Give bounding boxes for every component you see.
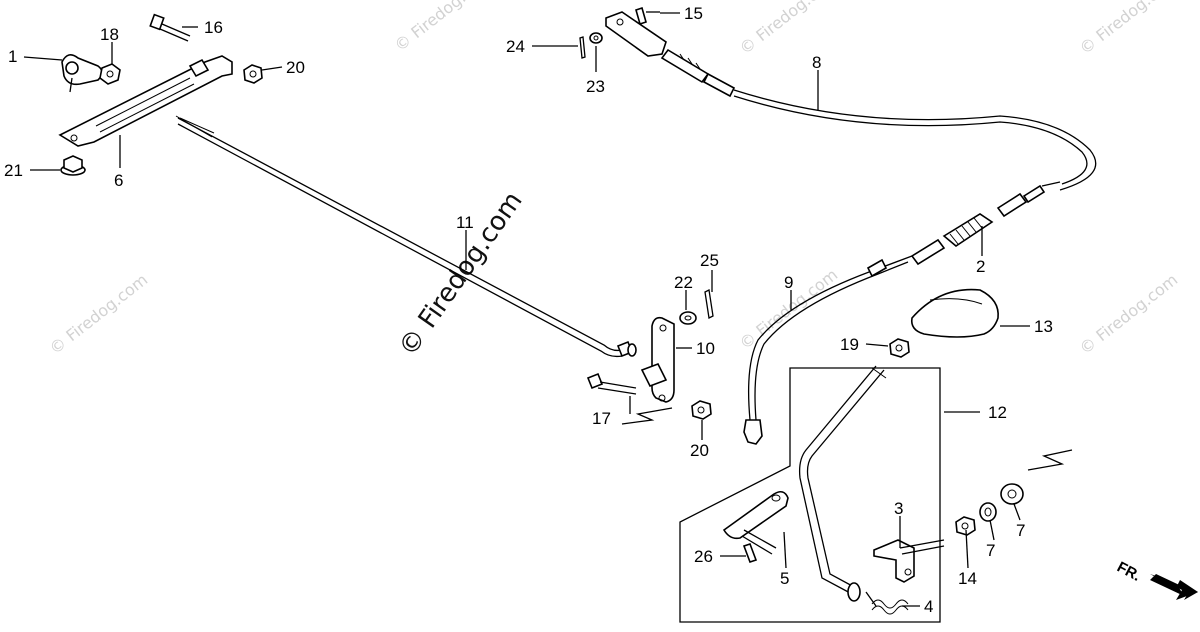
callout-18: 18 [100, 25, 119, 44]
callout-9: 9 [784, 273, 793, 292]
callout-1: 1 [8, 47, 17, 66]
callout-26: 26 [694, 547, 713, 566]
watermark: © Firedog.com [1076, 270, 1181, 358]
cable-boot-part [910, 181, 1061, 266]
bolt-16-part [149, 13, 191, 42]
direction-arrow-left [621, 407, 673, 425]
nut-19-part [889, 338, 910, 358]
direction-label: FR. [1114, 559, 1143, 585]
watermark-layer: © Firedog.com © Firedog.com © Firedog.co… [46, 0, 1181, 362]
inner-cable-part [743, 255, 913, 445]
callout-23: 23 [586, 77, 605, 96]
callout-19: 19 [840, 335, 859, 354]
callout-4: 4 [924, 597, 933, 616]
bushing-7-left-part [979, 502, 997, 522]
flange-nut-21-part [60, 155, 86, 176]
callout-5: 5 [780, 569, 789, 588]
nut-14-part [955, 516, 976, 536]
pivot-arm-part [722, 490, 789, 555]
callout-11: 11 [456, 213, 474, 232]
callout-labels: 1 2 3 4 5 6 7 7 8 9 10 11 12 13 14 15 16… [4, 4, 1053, 616]
front-arrow-icon: FR. [1114, 559, 1198, 600]
direction-arrow-right [1027, 449, 1073, 471]
link-bracket-part [640, 316, 675, 403]
callout-10: 10 [696, 339, 715, 358]
return-spring-part [865, 591, 909, 615]
callout-22: 22 [674, 273, 693, 292]
callout-25: 25 [700, 251, 719, 270]
cotter-pin-24-part [579, 36, 586, 59]
lever-shaft-part [798, 365, 887, 602]
callout-3: 3 [894, 499, 903, 518]
callout-17: 17 [592, 409, 611, 428]
lever-assembly-frame [679, 367, 941, 623]
cotter-pin-25-part [704, 289, 714, 319]
callout-16: 16 [204, 18, 223, 37]
watermark: © Firedog.com [1076, 0, 1181, 58]
bolt-15-part [635, 6, 660, 26]
leader-lines [23, 12, 1030, 607]
watermark: © Firedog.com [46, 270, 151, 358]
callout-6: 6 [114, 171, 123, 190]
callout-2: 2 [976, 257, 985, 276]
bushing-7-right-part [1000, 483, 1024, 505]
callout-12: 12 [988, 403, 1007, 422]
callout-20a: 20 [286, 58, 305, 77]
control-rod-part [175, 115, 637, 358]
callout-13: 13 [1034, 317, 1053, 336]
nut-20-top-part [243, 64, 263, 84]
callout-24: 24 [506, 37, 525, 56]
washer-22-part [679, 311, 697, 325]
callout-7a: 7 [986, 541, 995, 560]
nut-20-lower-part [691, 400, 712, 420]
stay-plate-part [58, 55, 233, 147]
shift-knob-part [910, 288, 999, 338]
bolt-17-part [586, 372, 637, 395]
callout-14: 14 [958, 569, 977, 588]
callout-21: 21 [4, 161, 23, 180]
ball-joint-part [61, 54, 121, 93]
callout-20b: 20 [690, 441, 709, 460]
watermark: © Firedog.com [391, 0, 496, 55]
watermark: © Firedog.com [736, 0, 841, 58]
callout-7b: 7 [1016, 521, 1025, 540]
callout-15: 15 [684, 4, 703, 23]
callout-8: 8 [812, 53, 821, 72]
control-cable-part [605, 11, 1097, 191]
lever-bracket-part [873, 539, 945, 583]
roll-pin-26-part [742, 542, 758, 564]
washer-23-part [589, 32, 603, 44]
